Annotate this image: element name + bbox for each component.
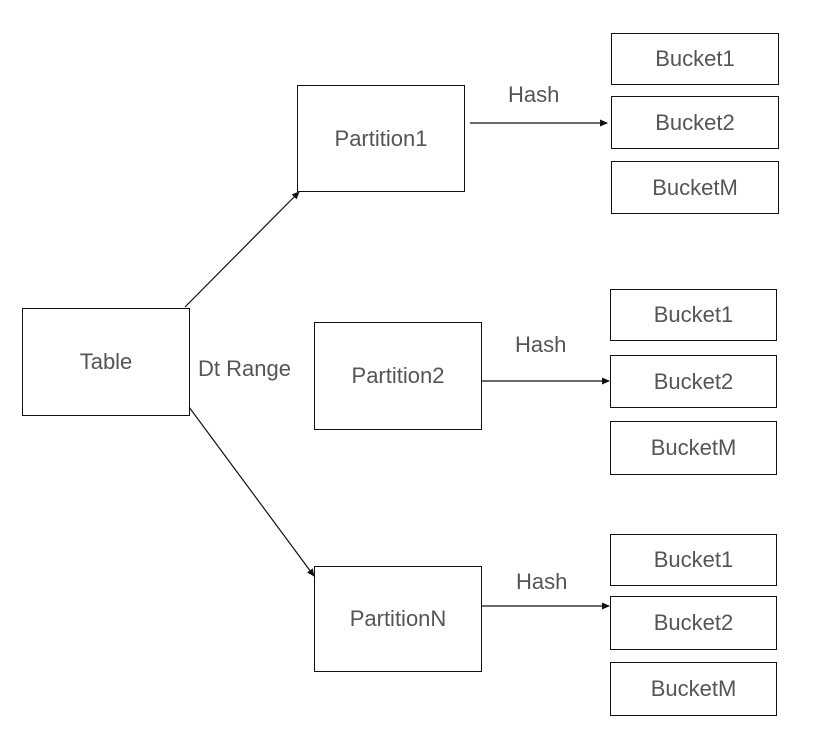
partitionN-bucket1: Bucket1 [610,534,777,586]
partitionN-bucketM: BucketM [610,662,777,716]
partitionN-bucket2: Bucket2 [610,596,777,650]
partitionN-node: PartitionN [314,566,482,672]
partition1-node: Partition1 [297,85,465,192]
hash-label-partition2: Hash [515,332,567,357]
arrow-table-to-partitionN [188,406,315,577]
partition2-node: Partition2 [314,322,482,430]
dt-range-label: Dt Range [198,356,291,381]
partition1-bucket1: Bucket1 [611,33,779,85]
partition2-bucketM: BucketM [610,421,777,475]
partition1-bucketM: BucketM [611,161,779,214]
partition2-bucket2: Bucket2 [610,355,777,408]
table-node: Table [22,308,190,416]
arrow-table-to-partition1 [184,191,300,308]
hash-label-partition1: Hash [508,82,560,107]
hash-label-partitionN: Hash [516,569,568,594]
partition1-bucket2: Bucket2 [611,96,779,149]
partition2-bucket1: Bucket1 [610,289,777,341]
